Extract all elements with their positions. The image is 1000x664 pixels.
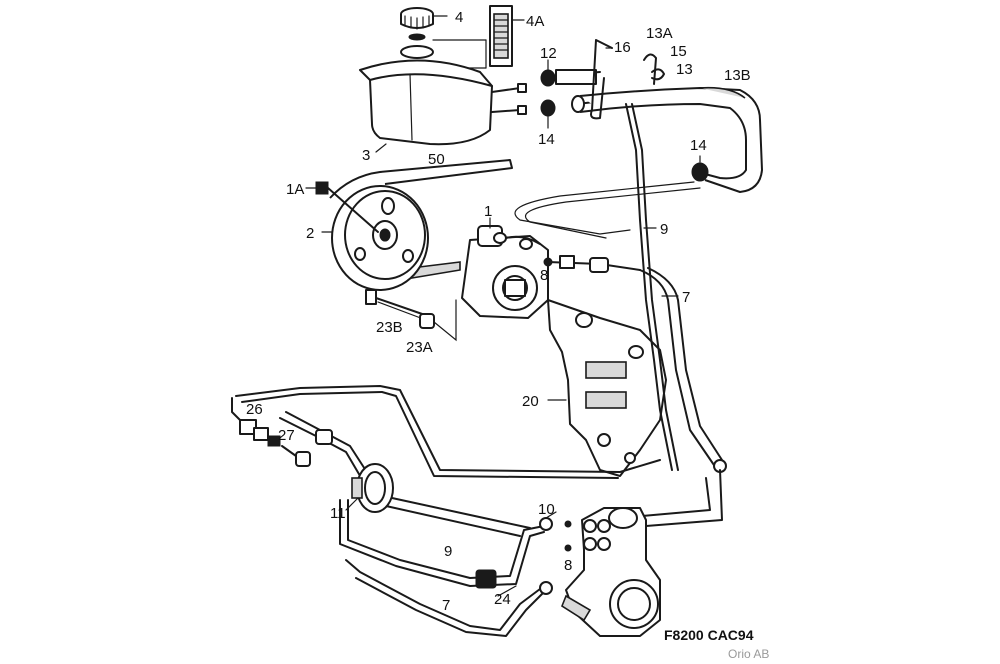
fittings-left <box>239 419 333 467</box>
return-line <box>625 103 679 471</box>
label-1: 1 <box>484 203 492 220</box>
pressure-hose-right <box>639 267 727 473</box>
label-13b: 13B <box>724 67 751 84</box>
mounting-bolt <box>365 289 457 342</box>
label-11: 11 <box>330 505 346 522</box>
label-27: 27 <box>278 427 295 444</box>
label-4a: 4A <box>526 13 544 30</box>
lower-pipes <box>231 385 723 537</box>
pressure-line-upper <box>543 255 641 273</box>
pump-bracket <box>547 299 667 477</box>
label-23b: 23B <box>376 319 403 336</box>
suction-hose <box>540 69 763 193</box>
label-14-top: 14 <box>538 131 555 148</box>
label-7-right: 7 <box>682 289 690 306</box>
pipe-clamp <box>351 463 394 513</box>
power-steering-pump <box>461 225 549 319</box>
label-16: 16 <box>614 39 631 56</box>
hose-clip <box>590 39 665 120</box>
label-7-bottom: 7 <box>442 597 450 614</box>
reservoir-cap <box>400 7 434 41</box>
label-8-pump: 8 <box>540 267 548 284</box>
label-24: 24 <box>494 591 511 608</box>
part-labels: 4 4A 12 16 13A 15 13 13B 3 14 14 50 1A 1… <box>246 9 751 614</box>
label-9-right: 9 <box>660 221 668 238</box>
label-50: 50 <box>428 151 445 168</box>
label-8-gear: 8 <box>564 557 572 574</box>
label-13: 13 <box>676 61 693 78</box>
fluid-reservoir <box>359 45 527 146</box>
return-line-loop <box>514 181 701 239</box>
label-12: 12 <box>540 45 557 62</box>
steering-gear-housing <box>561 507 661 637</box>
label-13a: 13A <box>646 25 673 42</box>
label-2: 2 <box>306 225 314 242</box>
label-14-right: 14 <box>690 137 707 154</box>
label-23a: 23A <box>406 339 433 356</box>
label-3: 3 <box>362 147 370 164</box>
leader-lines <box>305 15 701 597</box>
pulley <box>331 185 429 291</box>
label-20: 20 <box>522 393 539 410</box>
label-9-bottom: 9 <box>444 543 452 560</box>
label-4: 4 <box>455 9 463 26</box>
label-26: 26 <box>246 401 263 418</box>
figure-code: F8200 CAC94 <box>664 627 754 643</box>
label-1a: 1A <box>286 181 304 198</box>
reservoir-filter <box>432 5 513 69</box>
label-15: 15 <box>670 43 687 60</box>
gear-lines <box>339 499 572 637</box>
label-10: 10 <box>538 501 555 518</box>
brand-watermark: Orio AB <box>728 647 769 661</box>
